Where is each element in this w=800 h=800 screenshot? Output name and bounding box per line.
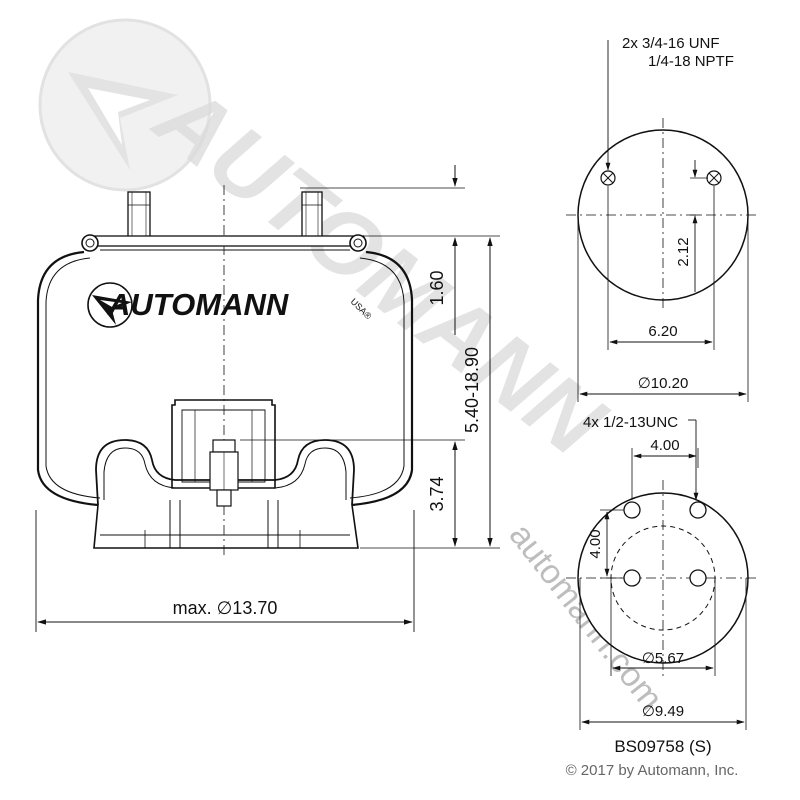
dim-height-range-label: 5.40-18.90 [462,347,482,433]
stud-hole-right [706,170,722,186]
dim-width: max. ∅13.70 [35,510,415,632]
bolt-hole [689,569,707,587]
dim-top-diameter-label: ∅10.20 [638,375,689,392]
dim-bolt-horizontal-label: 4.00 [650,437,679,454]
dim-bolt-vertical: 4.00 [587,509,624,579]
bead-plate [81,234,367,252]
dim-width-label: max. ∅13.70 [173,598,278,618]
copyright: © 2017 by Automann, Inc. [566,762,739,779]
piston [93,399,359,549]
dim-stud-spacing-label: 6.20 [648,323,677,340]
watermark: AUTOMANN automann.com [38,18,670,717]
bottom-view: 4x 1/2-13UNC 4.00 4.00 ∅5.67 [566,414,760,730]
stud-right [301,191,323,245]
bottom-callout: 4x 1/2-13UNC [583,414,678,431]
dim-bottom-diameter-label: ∅9.49 [642,703,684,720]
dim-bolt-horizontal: 4.00 [631,437,699,500]
stud-hole-left [600,170,616,186]
bolt-hole [623,501,641,519]
dim-stud-spacing: 6.20 [607,186,715,350]
watermark-text: AUTOMANN [136,64,624,477]
top-callout-line2: 1/4-18 NPTF [648,53,734,70]
dim-piston-label: 3.74 [427,476,447,511]
dim-offset-label: 2.12 [675,237,692,266]
bolt-hole [689,501,707,519]
top-view: 2x 3/4-16 UNF 1/4-18 NPTF 2.12 6.20 ∅10.… [566,35,760,402]
dim-bolt-vertical-label: 4.00 [587,529,604,558]
bellows [36,250,414,507]
dim-top-plate-label: 1.60 [427,270,447,305]
side-view: AUTOMANN USA® [35,165,500,632]
brand-name: AUTOMANN [107,287,289,322]
dim-height-range: 5.40-18.90 [462,237,493,547]
automann-logo-icon [87,282,133,328]
dim-bolt-circle-label: ∅5.67 [642,650,684,667]
watermark-logo-icon [38,18,212,192]
part-number: BS09758 (S) [614,737,711,756]
brand-label: AUTOMANN USA® [87,282,374,328]
dim-piston: 3.74 [427,441,458,547]
dim-bottom-diameter: ∅9.49 [579,578,747,730]
dim-offset: 2.12 [675,160,708,292]
top-callout-line1: 2x 3/4-16 UNF [622,35,720,52]
dim-top-plate: 1.60 [427,165,458,335]
dim-bolt-circle: ∅5.67 [610,578,716,676]
dim-top-diameter: ∅10.20 [577,215,749,402]
bolt-hole [623,569,641,587]
